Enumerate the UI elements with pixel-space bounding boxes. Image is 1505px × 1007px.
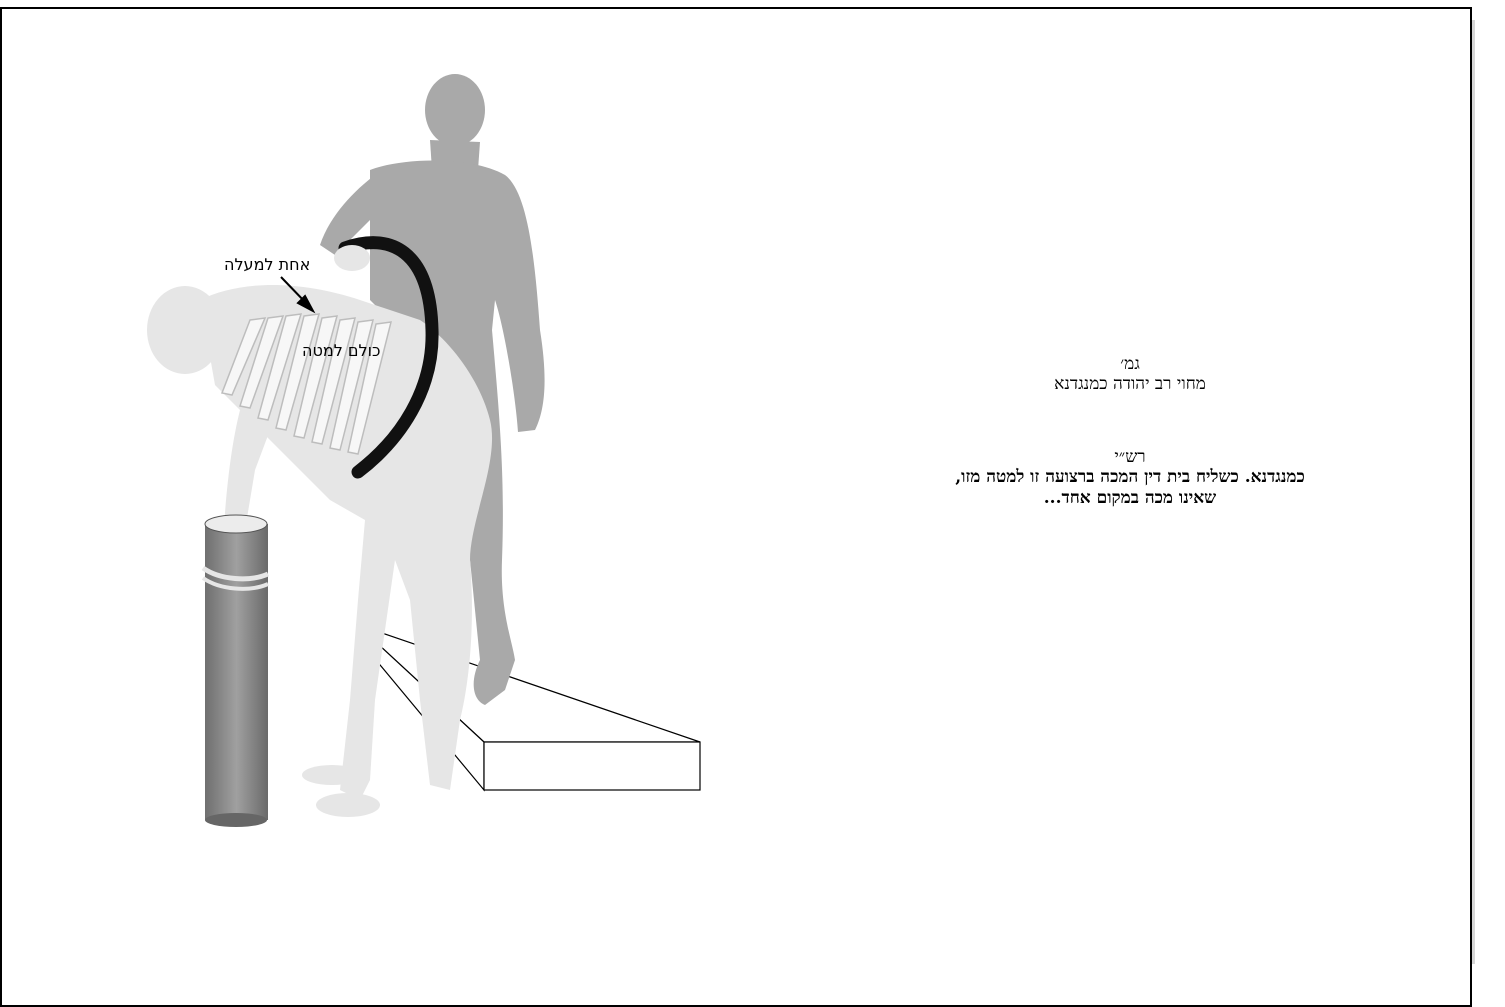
gemara-line: מחוי רב יהודה כמנגדנא (850, 374, 1410, 394)
rashi-line-2: שאינו מכה במקום אחד... (850, 488, 1410, 509)
rashi-line-1: כמנגדנא. כשליח בית דין המכה ברצועה זו למ… (850, 467, 1410, 488)
rashi-block: רש״י כמנגדנא. כשליח בית דין המכה ברצועה … (850, 447, 1410, 509)
rashi-heading: רש״י (850, 447, 1410, 467)
back-label: כולם למטה (302, 341, 380, 360)
gemara-heading: גמ׳ (850, 354, 1410, 374)
hand (334, 245, 370, 271)
top-label: אחת למעלה (224, 255, 310, 274)
gemara-block: גמ׳ מחוי רב יהודה כמנגדנא (850, 354, 1410, 394)
pillar (203, 515, 268, 827)
